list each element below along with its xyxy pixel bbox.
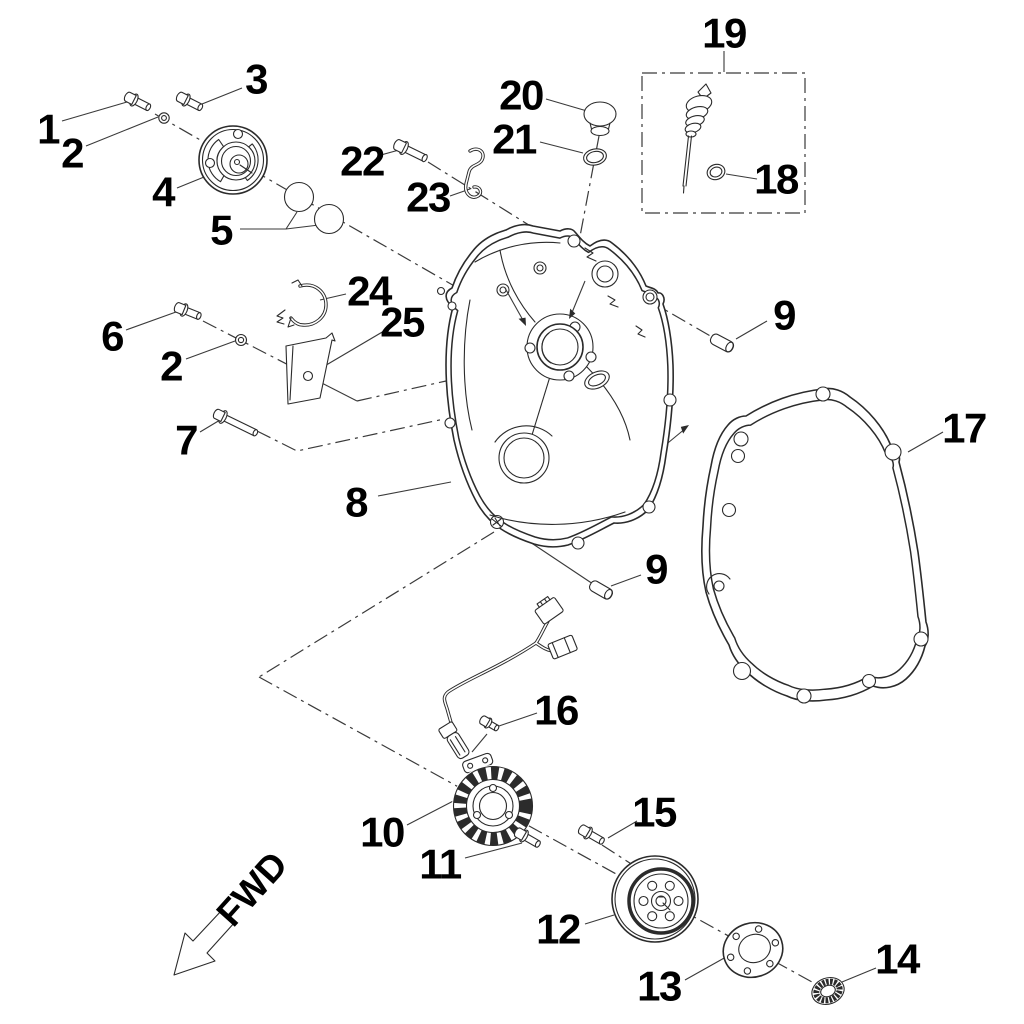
bolt-part-6 [171, 299, 204, 324]
dowel-pin-part-9b [587, 578, 615, 602]
fwd-arrow [173, 909, 236, 976]
cover-center-boss [524, 313, 597, 382]
part-label-5: 5 [210, 207, 233, 254]
o-ring-part-18 [706, 163, 726, 181]
part-label-10: 10 [360, 809, 404, 856]
part-label-13: 13 [637, 963, 681, 1010]
part-label-15: 15 [632, 789, 677, 836]
bearing-retainer-part-4 [198, 125, 268, 195]
part-label-1: 1 [37, 106, 60, 153]
part-number-labels: 1 2 3 4 5 6 2 7 8 9 9 10 11 12 13 14 15 … [37, 10, 987, 1010]
part-label-20: 20 [499, 72, 543, 119]
washer-part-2a [158, 112, 170, 124]
bolt-part-1 [121, 89, 154, 115]
flywheel-rotor-part-12 [611, 855, 699, 943]
dipstick-part-19 [682, 83, 713, 194]
detail-box-part-19 [641, 72, 806, 214]
part-label-18: 18 [754, 156, 799, 203]
bolt-part-22 [390, 136, 431, 166]
part-label-3: 3 [245, 56, 267, 103]
part-label-16: 16 [534, 687, 578, 734]
one-way-bearing-part-14 [811, 976, 845, 1006]
o-rings-part-5 [283, 181, 345, 235]
part-label-4: 4 [152, 169, 176, 216]
part-label-14: 14 [875, 936, 921, 983]
cover-gasket-part-17 [700, 386, 929, 704]
bolt-part-16 [477, 713, 502, 735]
connector-2 [547, 634, 578, 660]
bolt-part-3 [173, 89, 206, 115]
part-label-17: 17 [942, 405, 986, 452]
part-label-2a: 2 [61, 130, 83, 177]
part-label-19: 19 [702, 10, 746, 57]
connector-1 [534, 595, 564, 625]
part-label-6: 6 [101, 313, 123, 360]
crankcase-cover-part-8 [436, 223, 677, 550]
wire-hook-part-23 [464, 147, 485, 199]
bolt-16-pointer [471, 733, 488, 753]
pickup-coil [438, 721, 470, 760]
oil-filler-cap-part-20 [583, 101, 617, 137]
part-label-21: 21 [492, 116, 537, 163]
stator-part-10 [438, 595, 578, 847]
part-label-8: 8 [345, 479, 368, 526]
part-label-12: 12 [536, 906, 580, 953]
part-label-24: 24 [347, 268, 393, 315]
part-label-22: 22 [340, 138, 384, 185]
wire-clip-part-24 [276, 279, 328, 328]
part-label-9a: 9 [773, 292, 795, 339]
starter-clutch-plate-part-13 [722, 921, 784, 979]
part-label-7: 7 [175, 417, 197, 464]
part-label-2b: 2 [160, 343, 182, 390]
bolt-part-7 [210, 406, 261, 441]
dowel-hole-hatch [491, 517, 502, 527]
dowel-pin-part-9a [708, 331, 736, 355]
bolt-part-11 [511, 824, 544, 852]
bracket-plate-part-25 [285, 332, 336, 405]
fwd-marker: FWD [173, 844, 295, 976]
cover-oval-port [584, 370, 610, 390]
washer-part-2b [234, 333, 248, 347]
part-label-9b: 9 [645, 546, 667, 593]
bolt-part-15 [575, 821, 608, 849]
part-label-23: 23 [406, 174, 450, 221]
part-label-25: 25 [380, 299, 425, 346]
part-label-11: 11 [419, 841, 462, 888]
o-ring-part-21 [583, 148, 607, 166]
